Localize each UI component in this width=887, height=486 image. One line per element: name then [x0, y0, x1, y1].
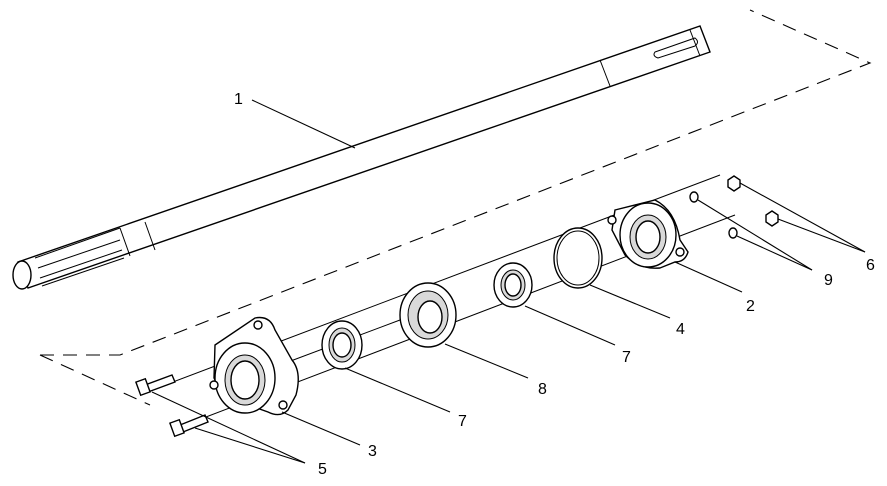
callout-1: 1: [234, 91, 243, 108]
left-flange-housing: [209, 316, 299, 416]
callout-8: 8: [538, 381, 547, 398]
dashed-assembly-frame: [39, 9, 872, 406]
bearing-part: [399, 282, 457, 348]
seal-part-left: [321, 320, 363, 370]
callout-3: 3: [368, 443, 377, 460]
o-ring-part: [553, 227, 603, 289]
callout-2: 2: [746, 298, 755, 315]
seal-part-right: [493, 262, 533, 308]
leader-lines: [151, 99, 866, 464]
callout-4: 4: [676, 321, 685, 338]
callout-5: 5: [318, 461, 327, 478]
callout-7-right: 7: [622, 349, 631, 366]
bolt-parts: [135, 374, 209, 438]
callout-7-left: 7: [458, 413, 467, 430]
nut-parts: [727, 175, 779, 227]
right-flange-housing: [607, 199, 689, 269]
callout-6: 6: [866, 257, 875, 274]
shaft-part: [12, 25, 711, 290]
washer-parts: [689, 191, 738, 239]
callout-9: 9: [824, 272, 833, 289]
